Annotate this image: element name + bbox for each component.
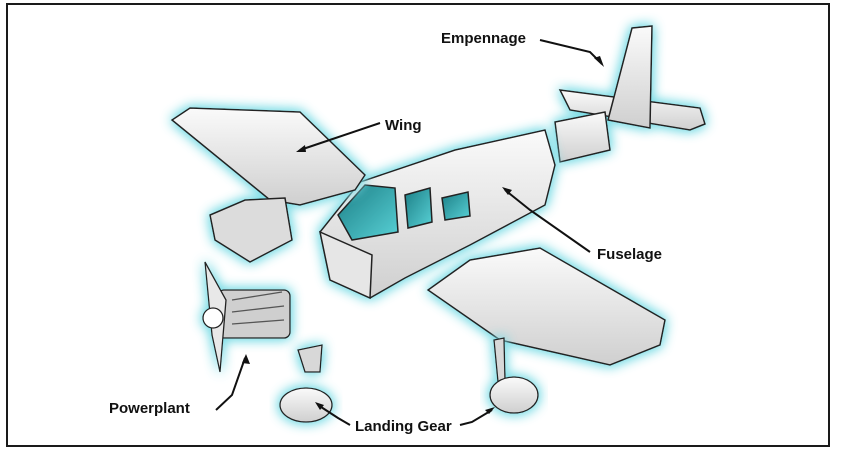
- empennage-part: [554, 25, 706, 163]
- arrowhead-wing: [296, 145, 306, 152]
- landing-gear-left-part: [279, 344, 333, 423]
- label-empennage: Empennage: [441, 30, 527, 47]
- leader-empennage: [539, 39, 603, 65]
- leader-landing-gear-left: [317, 404, 351, 426]
- right-wing-part: [426, 247, 666, 366]
- arrowhead-fuselage: [502, 187, 512, 195]
- leader-landing-gear-right: [459, 409, 493, 426]
- powerplant-part: [202, 261, 291, 373]
- label-powerplant: Powerplant: [109, 400, 190, 417]
- landing-gear-right-part: [489, 337, 539, 414]
- arrowheads: [242, 56, 604, 414]
- arrowhead-landing-gear-right: [485, 407, 495, 414]
- label-fuselage: Fuselage: [597, 246, 663, 263]
- label-wing: Wing: [385, 117, 422, 134]
- fuselage-part: [318, 129, 556, 300]
- left-wing-part: [170, 107, 366, 263]
- arrowhead-landing-gear-left: [315, 402, 324, 410]
- label-landing-gear: Landing Gear: [355, 418, 452, 435]
- arrowhead-empennage: [594, 56, 604, 67]
- leader-wing: [299, 122, 381, 151]
- leader-fuselage: [504, 189, 591, 253]
- arrowhead-powerplant: [242, 354, 250, 364]
- leader-powerplant: [215, 357, 246, 411]
